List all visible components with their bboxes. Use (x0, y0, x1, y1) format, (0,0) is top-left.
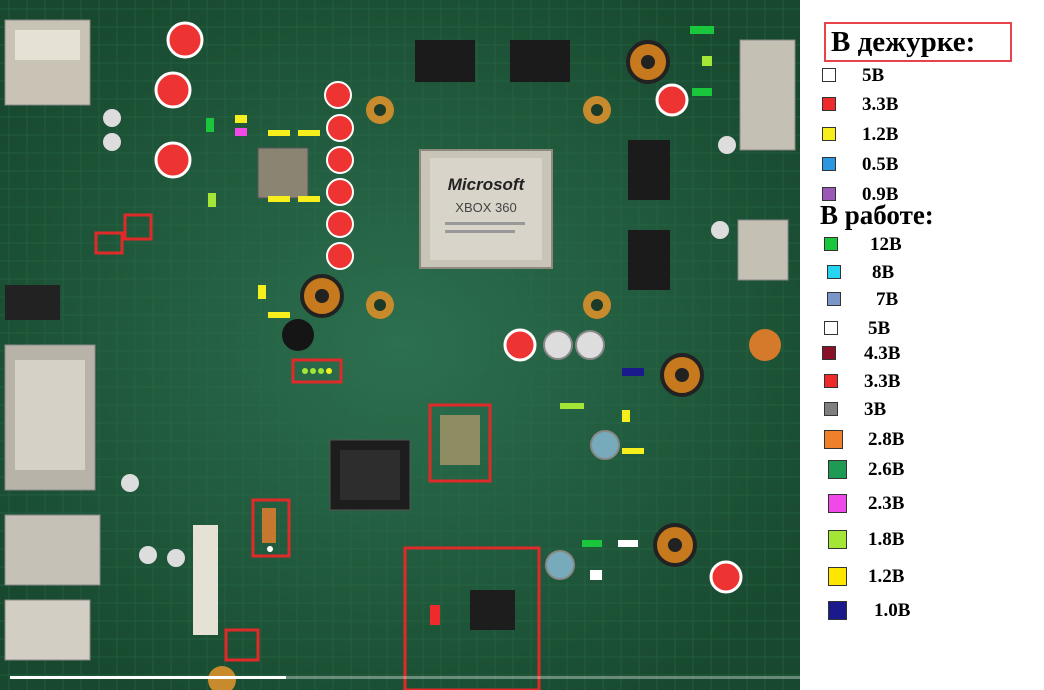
work-voltage-label: 2.8В (868, 429, 905, 450)
work-voltage-label: 1.8В (868, 529, 905, 550)
standby-voltage-label: 0.9В (862, 184, 899, 205)
highlight-boxes (94, 213, 541, 690)
main-chip-brand: Microsoft (448, 175, 526, 194)
work-voltage-swatch (824, 321, 838, 335)
usb-port-bottom (4, 599, 91, 661)
audio-jack (5, 285, 60, 320)
standby-voltage-label: 5В (862, 65, 885, 86)
work-voltage-swatch (827, 292, 841, 306)
work-voltage-label: 8В (872, 262, 895, 283)
work-voltage-swatch (824, 237, 838, 251)
black-capacitor (282, 319, 314, 351)
work-voltage-label: 7В (876, 289, 899, 310)
work-voltage-swatch (822, 346, 836, 360)
standby-voltage-label: 0.5В (862, 154, 899, 175)
standby-voltage-swatch (822, 127, 836, 141)
legend-title-standby: В дежурке: (824, 22, 1012, 62)
work-voltage-swatch (824, 430, 843, 449)
right-connector (737, 219, 789, 281)
standby-voltage-swatch (822, 157, 836, 171)
work-voltage-swatch (828, 460, 847, 479)
work-voltage-label: 1.0В (874, 600, 911, 621)
work-voltage-swatch (828, 494, 847, 513)
work-voltage-swatch (828, 567, 847, 586)
legend-title-work: В работе: (820, 200, 934, 230)
right-usb-port (739, 39, 796, 151)
work-voltage-label: 3В (864, 399, 887, 420)
work-voltage-swatch (824, 374, 838, 388)
inductors (300, 40, 704, 567)
work-voltage-swatch (827, 265, 841, 279)
work-voltage-label: 1.2В (868, 566, 905, 587)
board-drawing: Microsoft XBOX 360 (0, 0, 800, 690)
work-voltage-label: 2.3В (868, 493, 905, 514)
work-voltage-swatch (828, 530, 847, 549)
video-progress-bar[interactable] (10, 676, 1032, 679)
work-voltage-label: 5В (868, 318, 891, 339)
motherboard-photo: Microsoft XBOX 360 (0, 0, 800, 690)
standby-voltage-swatch (822, 68, 836, 82)
main-chip: Microsoft XBOX 360 (419, 149, 553, 269)
mounting-holes (208, 96, 781, 690)
capacitors (103, 21, 743, 594)
work-voltage-swatch (824, 402, 838, 416)
sticker-label (193, 525, 218, 635)
main-chip-model: XBOX 360 (455, 200, 516, 215)
small-chip (470, 590, 515, 630)
work-voltage-swatch (828, 601, 847, 620)
standby-voltage-label: 3.3В (862, 94, 899, 115)
memory-chips (415, 40, 670, 290)
ethernet-port (4, 514, 101, 586)
video-progress-fill (10, 676, 286, 679)
work-voltage-label: 4.3В (864, 343, 901, 364)
work-voltage-label: 12В (870, 234, 902, 255)
standby-voltage-swatch (822, 97, 836, 111)
highlighted-leds (262, 368, 480, 552)
standby-voltage-label: 1.2В (862, 124, 899, 145)
voltage-markers (206, 26, 714, 625)
work-voltage-label: 3.3В (864, 371, 901, 392)
pwm-controller-chip (257, 147, 309, 199)
standby-voltage-swatch (822, 187, 836, 201)
work-voltage-label: 2.6В (868, 459, 905, 480)
